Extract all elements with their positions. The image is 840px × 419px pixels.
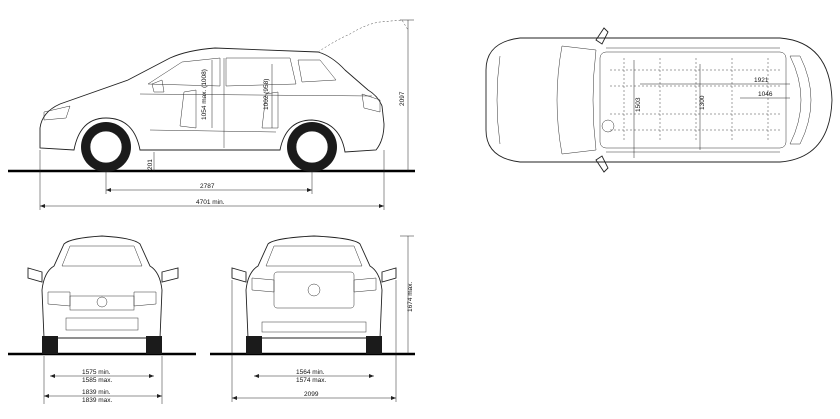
top-1503-label: 1503 bbox=[635, 97, 642, 112]
side-view: 1054 max. (1008) 1002 (958) 2097 201 278… bbox=[8, 19, 415, 210]
side-front-rim bbox=[89, 130, 123, 164]
top-roof bbox=[599, 51, 787, 149]
wheelbase-arrow-left bbox=[106, 188, 111, 192]
rear-mirror-left bbox=[231, 267, 247, 283]
side-front-seat bbox=[179, 89, 197, 129]
top-windshield bbox=[556, 45, 597, 155]
rear-tire-right bbox=[366, 336, 382, 354]
top-1921-label: 1921 bbox=[754, 77, 769, 84]
side-belt-line bbox=[139, 93, 373, 97]
front-tire-left bbox=[42, 336, 58, 354]
rear-mirror-width-label: 2099 bbox=[304, 391, 319, 398]
front-track-arrow-left bbox=[50, 374, 55, 378]
front-track-line1: 1575 min. bbox=[82, 369, 111, 376]
top-hood-line bbox=[496, 55, 501, 145]
rear-headroom-label: 1002 (958) bbox=[263, 79, 270, 110]
front-width-arrow-right bbox=[157, 394, 162, 398]
top-rear-window bbox=[789, 55, 812, 145]
rear-width-arrow-left bbox=[232, 396, 237, 400]
rear-height-label: 1674 max. bbox=[407, 281, 414, 312]
front-lower-intake bbox=[65, 317, 139, 331]
side-taillight bbox=[361, 93, 381, 113]
length-arrow-left bbox=[40, 204, 45, 208]
rear-width-arrow-right bbox=[391, 396, 396, 400]
top-steering-wheel bbox=[601, 119, 615, 133]
side-rear-rim bbox=[295, 130, 329, 164]
front-track-line2: 1585 max. bbox=[82, 377, 113, 384]
front-windshield bbox=[61, 245, 143, 267]
rear-tire-left bbox=[246, 336, 262, 354]
front-tire-right bbox=[146, 336, 162, 354]
rear-badge bbox=[307, 283, 321, 297]
length-label: 4701 min. bbox=[196, 199, 225, 206]
rear-view: 1564 min. 1574 max. 2099 1674 max. bbox=[210, 235, 415, 402]
top-seat-grid bbox=[610, 58, 780, 142]
front-grille bbox=[69, 295, 135, 311]
wheelbase-arrow-right bbox=[307, 188, 312, 192]
side-headlight bbox=[43, 105, 71, 121]
front-headlight-right bbox=[133, 291, 157, 307]
front-headroom-label: 1054 max. (1008) bbox=[201, 69, 208, 120]
side-body-outline bbox=[39, 47, 385, 153]
front-width-line1: 1839 min. bbox=[82, 389, 111, 396]
side-quarter-window bbox=[297, 59, 337, 83]
rear-tailgate bbox=[273, 271, 355, 309]
rear-taillight-right bbox=[353, 277, 377, 293]
wheelbase-label: 2787 bbox=[200, 183, 215, 190]
front-mirror-left bbox=[27, 267, 43, 283]
front-body-outline bbox=[41, 235, 163, 339]
side-front-window bbox=[147, 57, 221, 87]
rear-track-arrow-right bbox=[369, 374, 374, 378]
side-mirror bbox=[151, 79, 165, 93]
top-1046-label: 1046 bbox=[758, 91, 773, 98]
rear-track-line1: 1564 min. bbox=[296, 369, 325, 376]
rear-track-arrow-left bbox=[254, 374, 259, 378]
side-open-tailgate bbox=[317, 19, 409, 53]
top-mirror-left bbox=[595, 27, 609, 45]
ground-clearance-label: 201 bbox=[147, 159, 154, 170]
front-track-arrow-right bbox=[149, 374, 154, 378]
rear-track-line2: 1574 max. bbox=[296, 377, 327, 384]
rear-mirror-right bbox=[381, 267, 397, 283]
front-badge bbox=[96, 296, 108, 308]
front-view: 1575 min. 1585 max. 1839 min. 1839 max. bbox=[8, 235, 196, 404]
rear-taillight-left bbox=[251, 277, 275, 293]
top-mirror-right bbox=[595, 155, 609, 173]
side-rear-window bbox=[225, 57, 297, 87]
front-mirror-right bbox=[161, 267, 179, 283]
top-1300-label: 1300 bbox=[699, 95, 706, 110]
rear-body-outline bbox=[245, 235, 383, 339]
side-rear-seat bbox=[261, 91, 279, 129]
rear-window bbox=[265, 245, 363, 267]
side-height-label: 2097 bbox=[399, 91, 406, 106]
front-width-line2: 1839 max. bbox=[82, 397, 113, 404]
front-width-arrow-left bbox=[44, 394, 49, 398]
length-arrow-right bbox=[379, 204, 384, 208]
front-headlight-left bbox=[47, 291, 71, 307]
top-body-outline bbox=[485, 37, 833, 163]
top-view: 1503 1300 1921 1046 bbox=[485, 27, 833, 173]
rear-bumper bbox=[261, 321, 367, 333]
side-sill-line bbox=[149, 129, 277, 133]
